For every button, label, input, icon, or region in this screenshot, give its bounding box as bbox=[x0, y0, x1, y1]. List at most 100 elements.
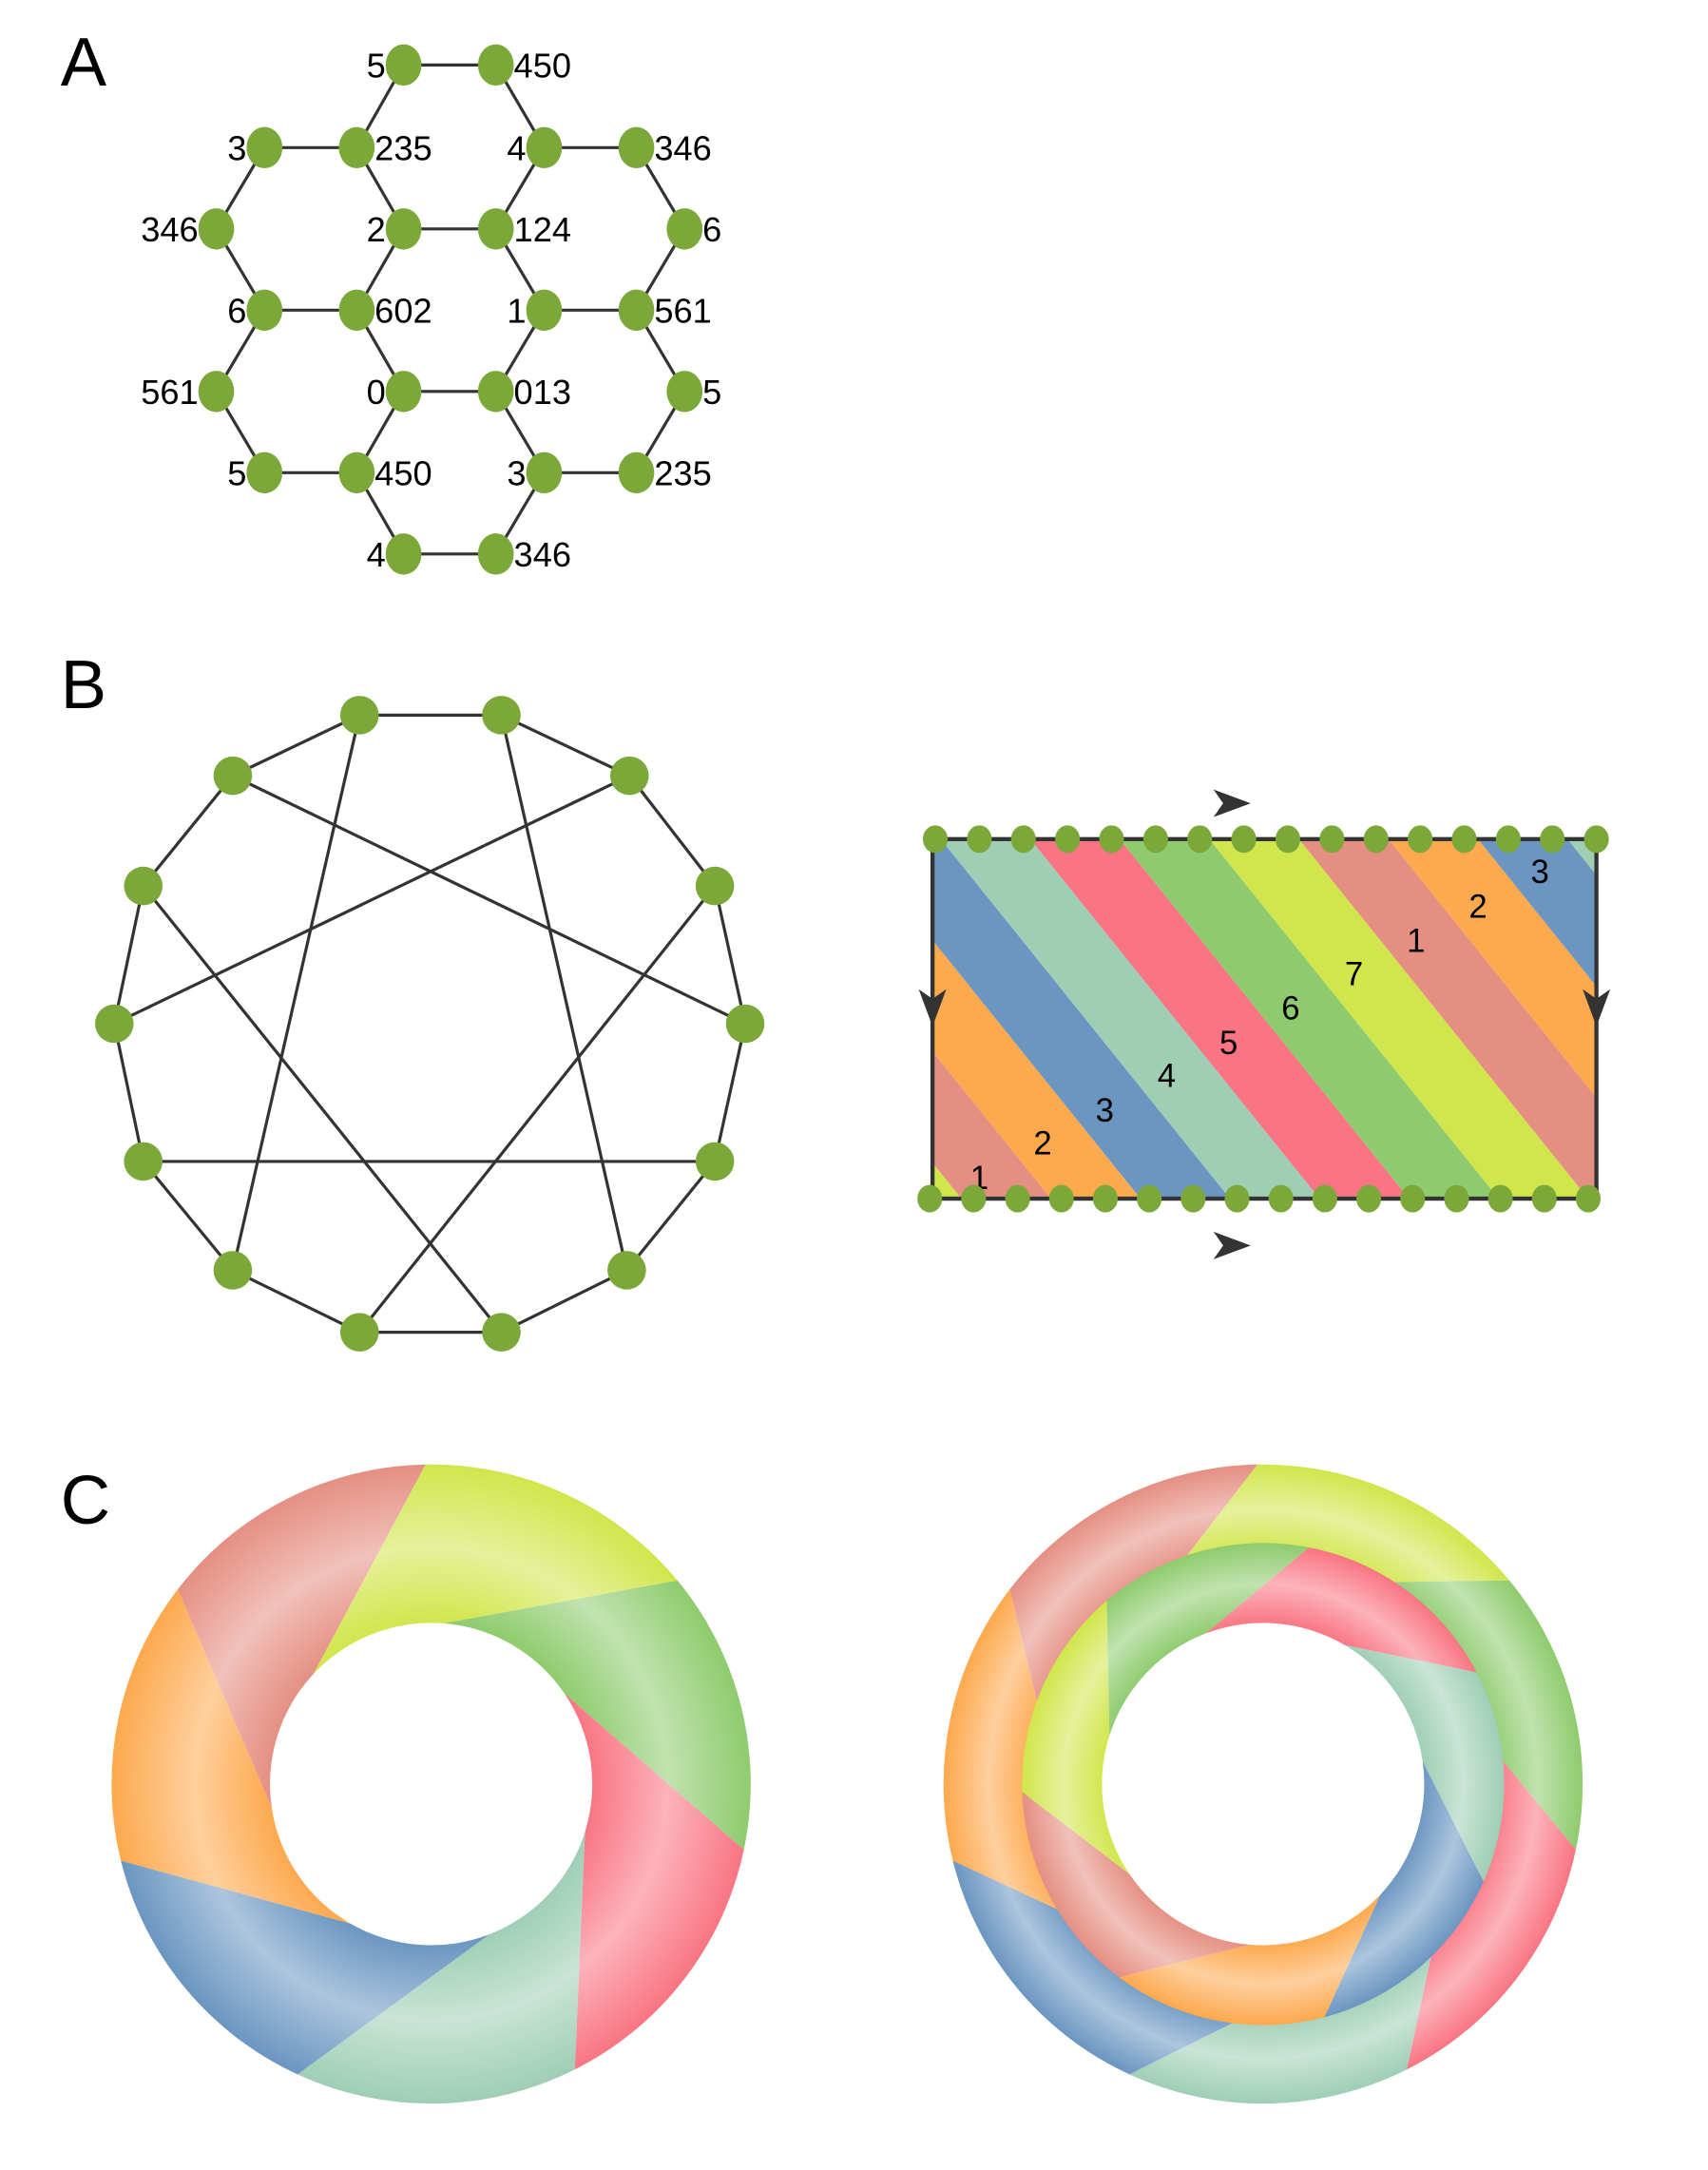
node-label: 013 bbox=[514, 373, 571, 412]
color-stripe bbox=[1298, 838, 1597, 1200]
stripe-label: 5 bbox=[1219, 1026, 1238, 1062]
strip-node bbox=[1231, 825, 1257, 854]
strip-node bbox=[1005, 1184, 1030, 1213]
stripe-label: 3 bbox=[1531, 855, 1549, 891]
graph-edge bbox=[713, 1023, 747, 1162]
graph-node bbox=[338, 451, 375, 494]
strip-node bbox=[1099, 825, 1124, 854]
color-stripe bbox=[493, 839, 873, 1199]
graph-node bbox=[338, 126, 375, 169]
graph-node bbox=[246, 451, 283, 494]
graph-node bbox=[213, 756, 253, 796]
strip-node bbox=[1583, 825, 1609, 854]
graph-node bbox=[124, 866, 163, 906]
strip-node bbox=[1312, 1184, 1337, 1213]
panel-letter-a: A bbox=[61, 24, 107, 101]
node-label: 124 bbox=[514, 210, 571, 249]
graph-node bbox=[607, 1251, 646, 1290]
arrow-down-icon bbox=[918, 989, 947, 1027]
strip-node bbox=[1224, 1184, 1250, 1213]
graph-edge bbox=[112, 1023, 145, 1162]
node-label: 5 bbox=[367, 46, 386, 85]
graph-chord bbox=[499, 715, 628, 1271]
node-label: 6 bbox=[702, 210, 721, 249]
color-stripe bbox=[1657, 839, 1708, 1199]
color-stripe bbox=[1120, 838, 1499, 1200]
graph-node bbox=[385, 208, 422, 250]
annulus-sheen bbox=[111, 1464, 751, 2104]
strip-node bbox=[917, 1184, 943, 1213]
strip-node bbox=[1010, 825, 1036, 854]
node-label: 346 bbox=[514, 535, 571, 574]
arrow-down-icon bbox=[1583, 989, 1611, 1027]
graph-node bbox=[526, 451, 563, 494]
graph-node bbox=[526, 289, 563, 332]
node-label: 6 bbox=[227, 291, 246, 330]
graph-node bbox=[339, 696, 379, 735]
node-label: 346 bbox=[141, 210, 198, 249]
graph-node bbox=[695, 1142, 735, 1181]
graph-node bbox=[385, 533, 422, 575]
graph-node bbox=[385, 44, 422, 86]
graph-node bbox=[526, 126, 563, 169]
strip-node bbox=[1137, 1184, 1162, 1213]
graph-node bbox=[94, 1004, 134, 1044]
color-stripe bbox=[932, 1051, 1051, 1200]
graph-node bbox=[666, 371, 703, 413]
color-stripe bbox=[940, 838, 1320, 1200]
graph-edge bbox=[232, 713, 360, 778]
graph-chord bbox=[142, 885, 503, 1334]
graph-node bbox=[609, 756, 649, 796]
strip-node bbox=[1408, 825, 1433, 854]
arrow-right-icon bbox=[1213, 789, 1251, 817]
node-label: 5 bbox=[227, 453, 246, 492]
graph-edge bbox=[232, 1268, 360, 1335]
circular-graph bbox=[94, 696, 765, 1352]
color-stripe bbox=[932, 838, 1231, 1200]
stripe-label: 6 bbox=[1281, 991, 1299, 1027]
graph-edge bbox=[500, 1268, 628, 1335]
graph-node bbox=[618, 126, 655, 169]
node-label: 4 bbox=[367, 535, 386, 574]
graph-node bbox=[482, 1313, 521, 1352]
graph-node bbox=[246, 289, 283, 332]
graph-node bbox=[477, 533, 514, 575]
graph-chord bbox=[231, 715, 361, 1271]
graph-chord bbox=[232, 774, 746, 1026]
color-stripe bbox=[1477, 838, 1597, 987]
graph-edge bbox=[625, 1160, 717, 1272]
color-stripe bbox=[1388, 838, 1597, 1098]
graph-node bbox=[477, 371, 514, 413]
node-label: 450 bbox=[514, 46, 571, 85]
arrow-right-icon bbox=[1213, 1231, 1251, 1259]
graph-node bbox=[213, 1251, 253, 1290]
graph-node bbox=[477, 208, 514, 250]
strip-node bbox=[1356, 1184, 1382, 1213]
annulus-pinwheel-right bbox=[943, 1464, 1583, 2104]
graph-node bbox=[725, 1004, 765, 1044]
node-label: 346 bbox=[654, 128, 711, 167]
panel-letter-c: C bbox=[61, 1462, 110, 1539]
graph-chord bbox=[357, 885, 717, 1334]
node-label: 602 bbox=[374, 291, 432, 330]
node-label: 235 bbox=[654, 453, 711, 492]
strip-node bbox=[1575, 1184, 1602, 1213]
color-stripe bbox=[224, 839, 604, 1199]
strip-node bbox=[1142, 825, 1168, 854]
strip-node bbox=[1268, 1184, 1294, 1213]
stripe-label: 2 bbox=[1468, 889, 1487, 925]
strip-node bbox=[1363, 825, 1389, 854]
graph-node bbox=[246, 126, 283, 169]
node-label: 2 bbox=[367, 210, 386, 249]
strip-node bbox=[1319, 825, 1345, 854]
graph-edge bbox=[500, 713, 630, 778]
strip-node bbox=[1180, 1184, 1206, 1213]
graph-node bbox=[695, 866, 735, 906]
graph-node bbox=[482, 696, 521, 735]
strip-node bbox=[1444, 1184, 1469, 1213]
graph-edge bbox=[142, 1160, 235, 1272]
graph-edge bbox=[112, 885, 145, 1025]
node-label: 5 bbox=[702, 373, 721, 412]
node-label: 3 bbox=[227, 128, 246, 167]
node-label: 561 bbox=[654, 291, 711, 330]
